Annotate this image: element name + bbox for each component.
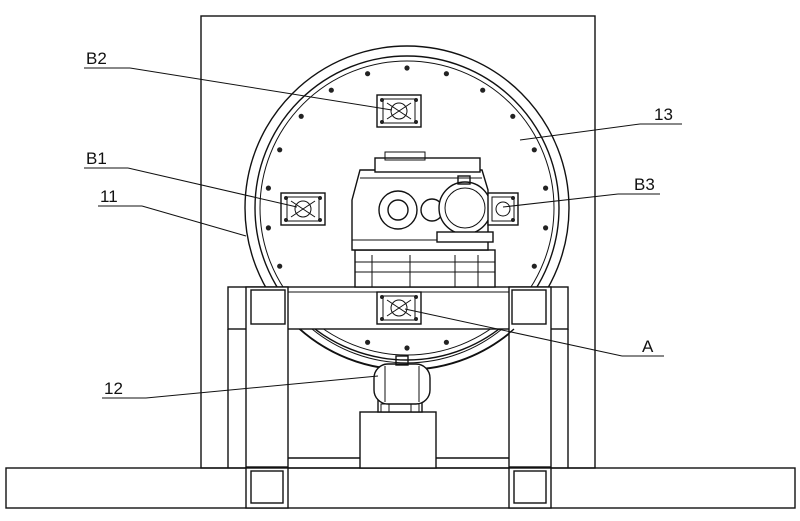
label-13: 13	[654, 105, 673, 124]
bottom-motor	[373, 363, 431, 405]
label-b3: B3	[634, 175, 655, 194]
sensor-block-b1	[280, 192, 326, 226]
label-12: 12	[104, 379, 123, 398]
label-a: A	[642, 337, 654, 356]
drum-bolt	[531, 147, 537, 153]
drum-bolt	[404, 65, 410, 71]
right-column	[508, 286, 552, 468]
drum-bolt	[365, 71, 371, 77]
drum-bolt	[443, 71, 449, 77]
drum-bolt	[265, 185, 271, 191]
leader-lines	[84, 67, 682, 399]
gearbox-assembly	[351, 151, 496, 288]
drum-bolt	[404, 345, 410, 351]
label-11: 11	[100, 187, 118, 206]
sensor-block-b2	[376, 94, 422, 128]
drum-bolt	[365, 339, 371, 345]
bottom-motor-assembly	[359, 355, 437, 469]
motor-pedestal	[359, 411, 437, 469]
drum-bolt	[277, 263, 283, 269]
left-column	[245, 286, 289, 468]
label-b1: B1	[86, 149, 107, 168]
right-foot	[508, 467, 552, 509]
drum-bolt	[531, 263, 537, 269]
drum-bolt	[443, 339, 449, 345]
drum-bolt	[510, 113, 516, 119]
drum-bolt	[265, 225, 271, 231]
label-b2: B2	[86, 49, 107, 68]
drum-bolt	[277, 147, 283, 153]
left-foot	[245, 467, 289, 509]
sensor-block-a	[376, 291, 422, 325]
drum-bolt	[328, 87, 334, 93]
motor	[438, 181, 492, 235]
drum-bolt	[543, 185, 549, 191]
sensor-block-b3	[487, 192, 519, 226]
drum-bolt-ring	[265, 65, 549, 351]
drum-bolt	[480, 87, 486, 93]
drum-bolt	[298, 113, 304, 119]
base-platform	[5, 467, 796, 509]
drum-bolt	[543, 225, 549, 231]
